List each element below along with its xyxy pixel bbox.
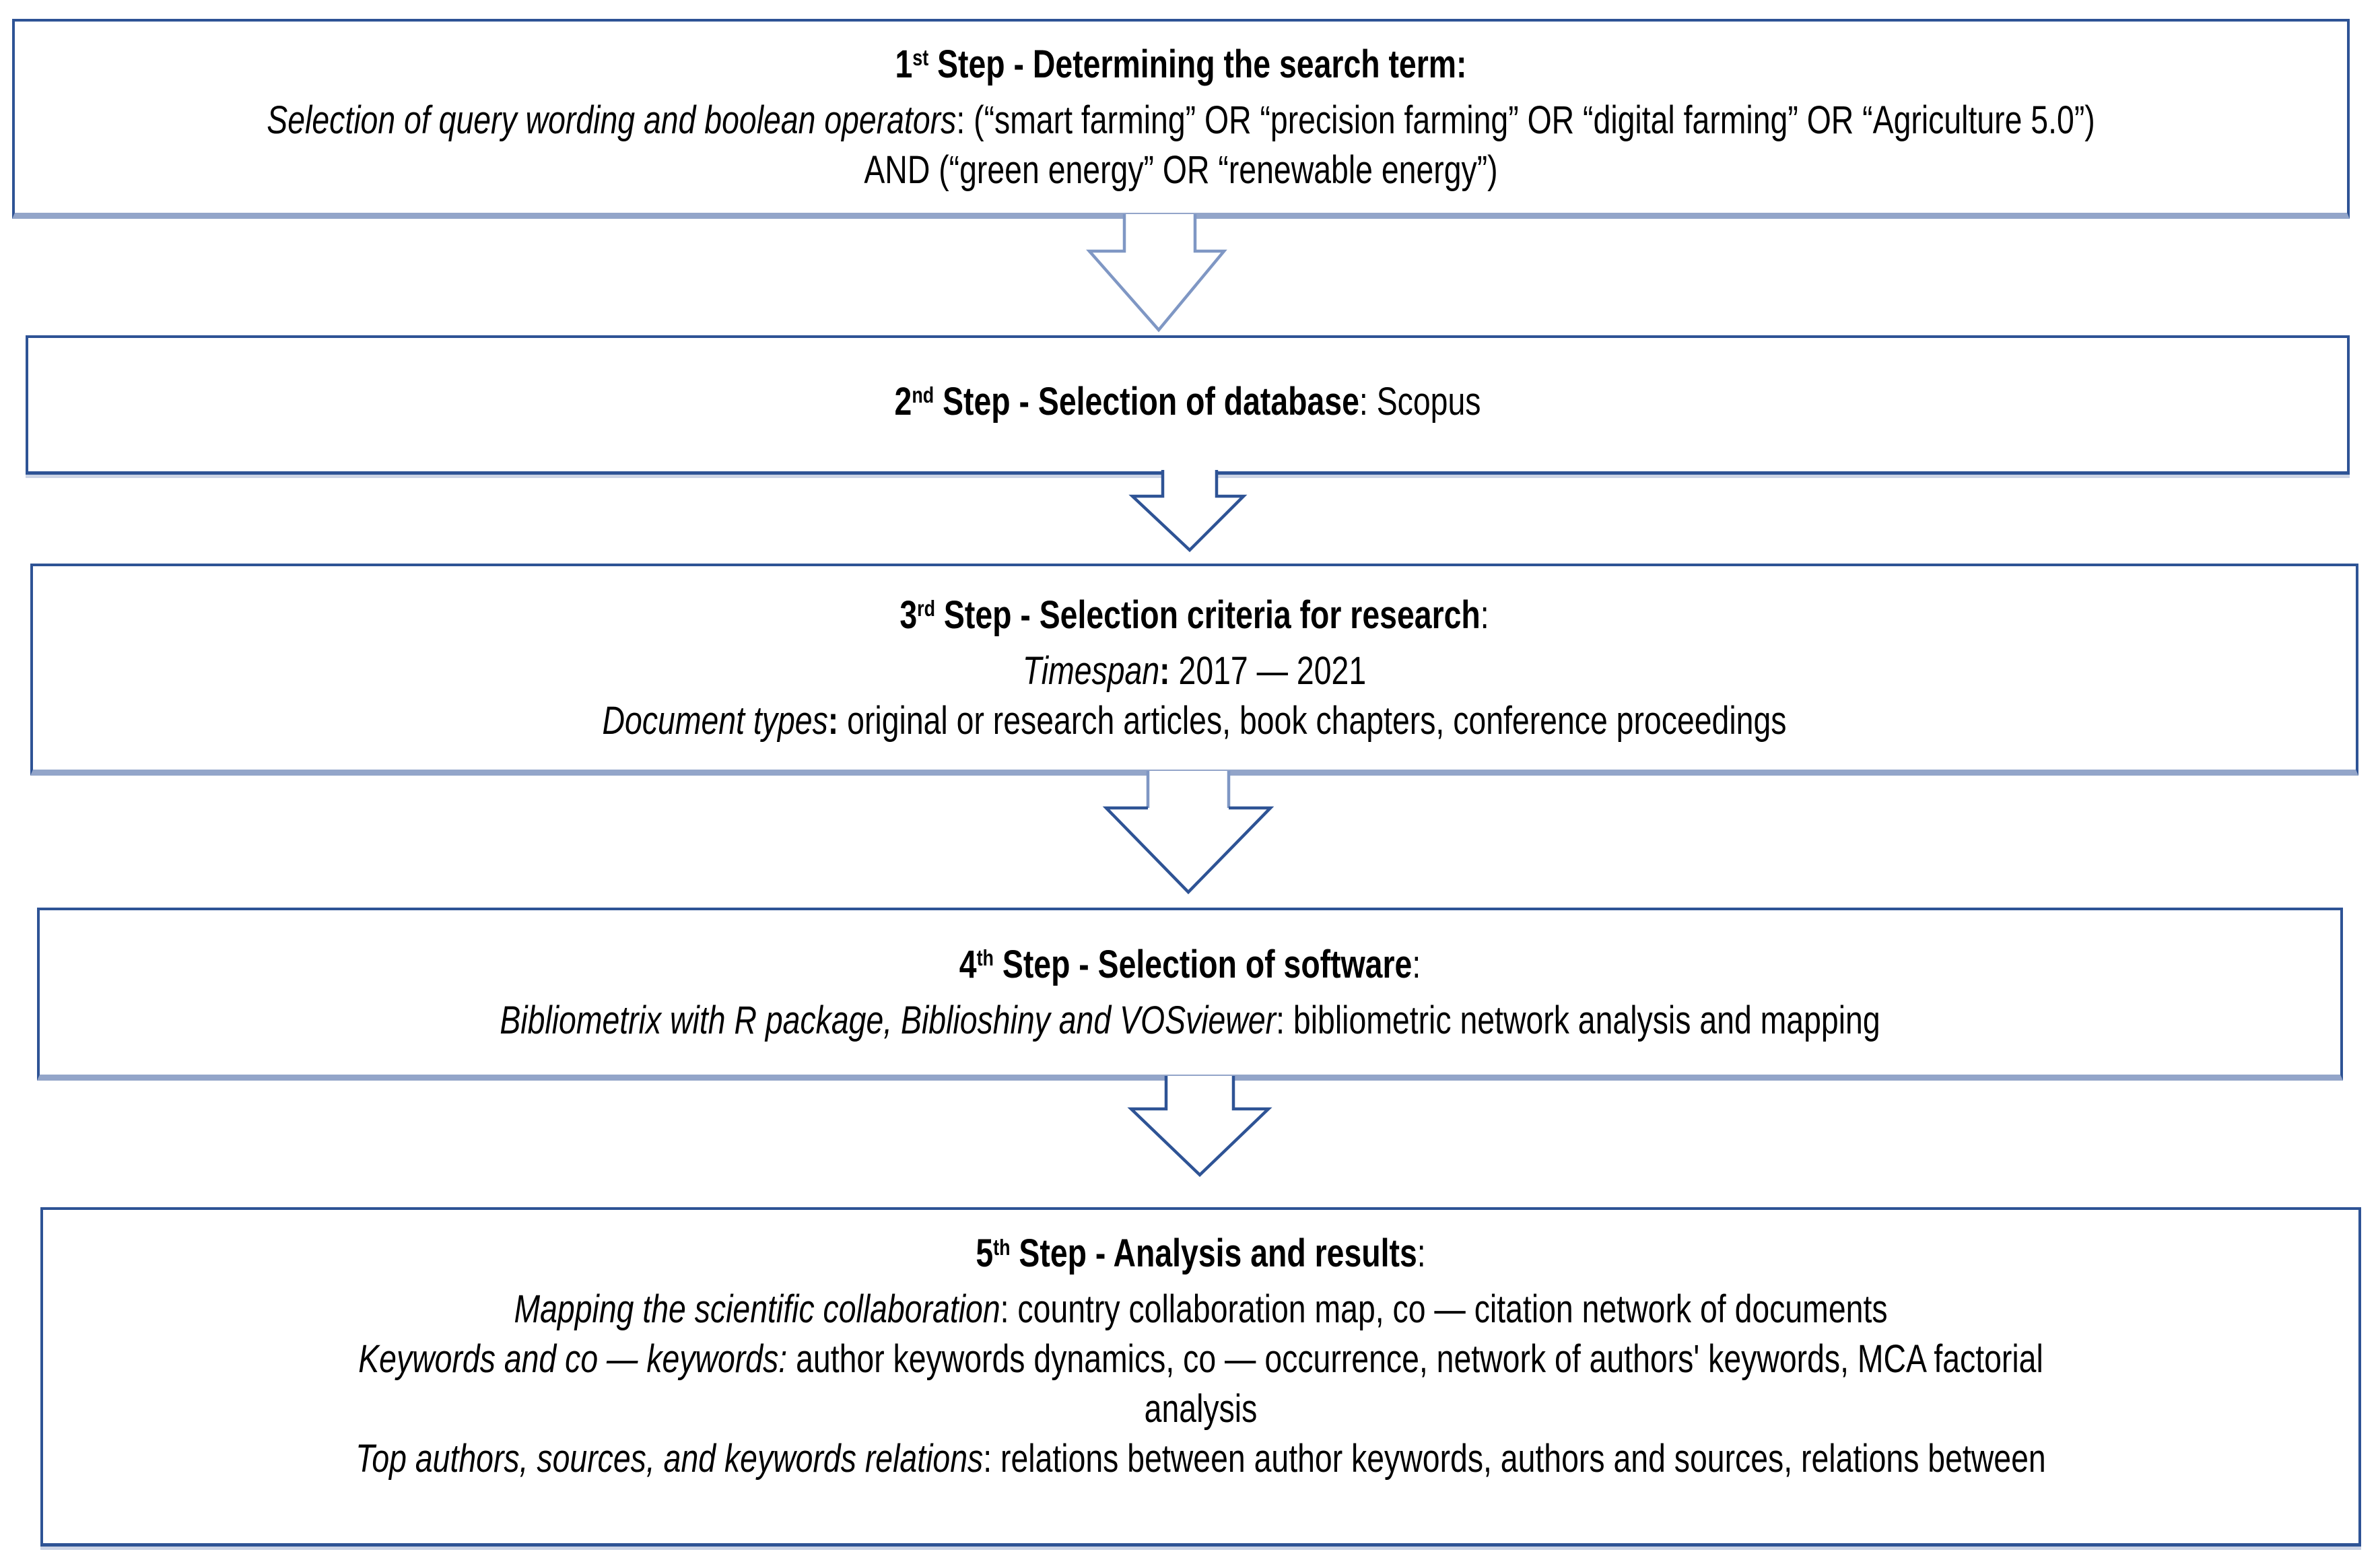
- text-line: analysis: [275, 1384, 2127, 1434]
- text-segment: 1: [895, 42, 913, 86]
- text-segment: Mapping the scientific collaboration: [514, 1287, 1000, 1331]
- text-line: Top authors, sources, and keywords relat…: [275, 1434, 2127, 1484]
- text-segment: : Scopus: [1359, 379, 1481, 423]
- text-segment: 4: [959, 942, 977, 986]
- text-segment: author keywords dynamics, co — occurrenc…: [787, 1337, 2043, 1381]
- text-segment: Step - Selection of software: [993, 942, 1413, 986]
- text-segment: th: [976, 946, 994, 972]
- step-3-text: 3rd Step - Selection criteria for resear…: [33, 590, 2356, 746]
- step-5-text: 5th Step - Analysis and results:Mapping …: [43, 1229, 2358, 1484]
- text-segment: Step - Selection criteria for research: [935, 592, 1481, 637]
- text-line: Keywords and co — keywords: author keywo…: [275, 1334, 2127, 1384]
- down-arrow-3-head: [1102, 806, 1274, 895]
- down-arrow-3-fill: [1106, 771, 1270, 892]
- step-2-text: 2nd Step - Selection of database: Scopus: [28, 377, 2347, 433]
- down-arrow-1: [1086, 214, 1227, 333]
- text-line: AND (“green energy” OR “renewable energy…: [248, 145, 2113, 195]
- step-3-box: 3rd Step - Selection criteria for resear…: [30, 564, 2358, 776]
- text-segment: Step - Determining the search term:: [928, 42, 1467, 86]
- down-arrow-3: [1102, 771, 1274, 895]
- text-line: 4th Step - Selection of software:: [270, 940, 2111, 996]
- text-segment: Top authors, sources, and keywords relat…: [355, 1437, 984, 1481]
- text-line: Selection of query wording and boolean o…: [248, 96, 2113, 145]
- text-line: 2nd Step - Selection of database: Scopus: [260, 377, 2115, 433]
- text-line: 5th Step - Analysis and results:: [275, 1229, 2127, 1285]
- text-segment: nd: [912, 383, 934, 409]
- text-segment: :: [1412, 942, 1421, 986]
- text-line: Bibliometrix with R package, Biblioshiny…: [270, 996, 2111, 1046]
- text-segment: rd: [917, 597, 936, 622]
- step-2-box: 2nd Step - Selection of database: Scopus: [26, 335, 2350, 475]
- down-arrow-1-outline: [1086, 214, 1227, 333]
- down-arrow-3-stem: [1146, 771, 1231, 808]
- down-arrow-4-fill: [1131, 1076, 1268, 1175]
- text-segment: 3: [899, 592, 918, 637]
- text-segment: 2017 — 2021: [1169, 648, 1367, 693]
- step-4-box: 4th Step - Selection of software:Bibliom…: [37, 908, 2343, 1081]
- text-segment: : relations between author keywords, aut…: [983, 1437, 2046, 1481]
- text-segment: Document types: [602, 698, 828, 743]
- step-1-box: 1st Step - Determining the search term:S…: [12, 19, 2350, 219]
- down-arrow-1-fill: [1089, 214, 1224, 330]
- text-line: Mapping the scientific collaboration: co…: [275, 1285, 2127, 1334]
- down-arrow-4-outline: [1127, 1076, 1272, 1178]
- text-segment: analysis: [1144, 1387, 1258, 1431]
- text-line: 3rd Step - Selection criteria for resear…: [265, 590, 2123, 646]
- text-segment: Keywords and co — keywords:: [358, 1337, 788, 1381]
- step-4-text: 4th Step - Selection of software:Bibliom…: [40, 940, 2340, 1046]
- down-arrow-2-outline: [1128, 470, 1248, 553]
- text-segment: :: [827, 698, 839, 743]
- down-arrow-2: [1128, 470, 1248, 553]
- down-arrow-4: [1127, 1076, 1272, 1178]
- text-segment: : country collaboration map, co — citati…: [1000, 1287, 1888, 1331]
- text-segment: : (“smart farming” OR “precision farming…: [956, 98, 2095, 142]
- step-5-box: 5th Step - Analysis and results:Mapping …: [40, 1207, 2361, 1547]
- text-segment: :: [1159, 648, 1170, 693]
- text-line: Timespan: 2017 — 2021: [265, 646, 2123, 696]
- text-segment: th: [993, 1235, 1011, 1260]
- text-line: 1st Step - Determining the search term:: [248, 40, 2113, 96]
- text-segment: AND (“green energy” OR “renewable energy…: [864, 147, 1498, 192]
- text-segment: :: [1417, 1231, 1426, 1275]
- text-segment: Timespan: [1022, 648, 1160, 693]
- text-segment: st: [912, 46, 929, 71]
- step-1-text: 1st Step - Determining the search term:S…: [15, 40, 2347, 195]
- text-segment: original or research articles, book chap…: [838, 698, 1787, 743]
- text-segment: :: [1480, 592, 1489, 637]
- text-segment: 2: [894, 379, 912, 423]
- text-segment: Step - Analysis and results: [1010, 1231, 1417, 1275]
- text-segment: Selection of query wording and boolean o…: [267, 98, 957, 142]
- text-segment: Step - Selection of database: [934, 379, 1359, 423]
- text-segment: Bibliometrix with R package, Biblioshiny…: [500, 998, 1277, 1042]
- text-line: Document types: original or research art…: [265, 696, 2123, 746]
- text-segment: 5: [976, 1231, 994, 1275]
- text-segment: : bibliometric network analysis and mapp…: [1276, 998, 1880, 1042]
